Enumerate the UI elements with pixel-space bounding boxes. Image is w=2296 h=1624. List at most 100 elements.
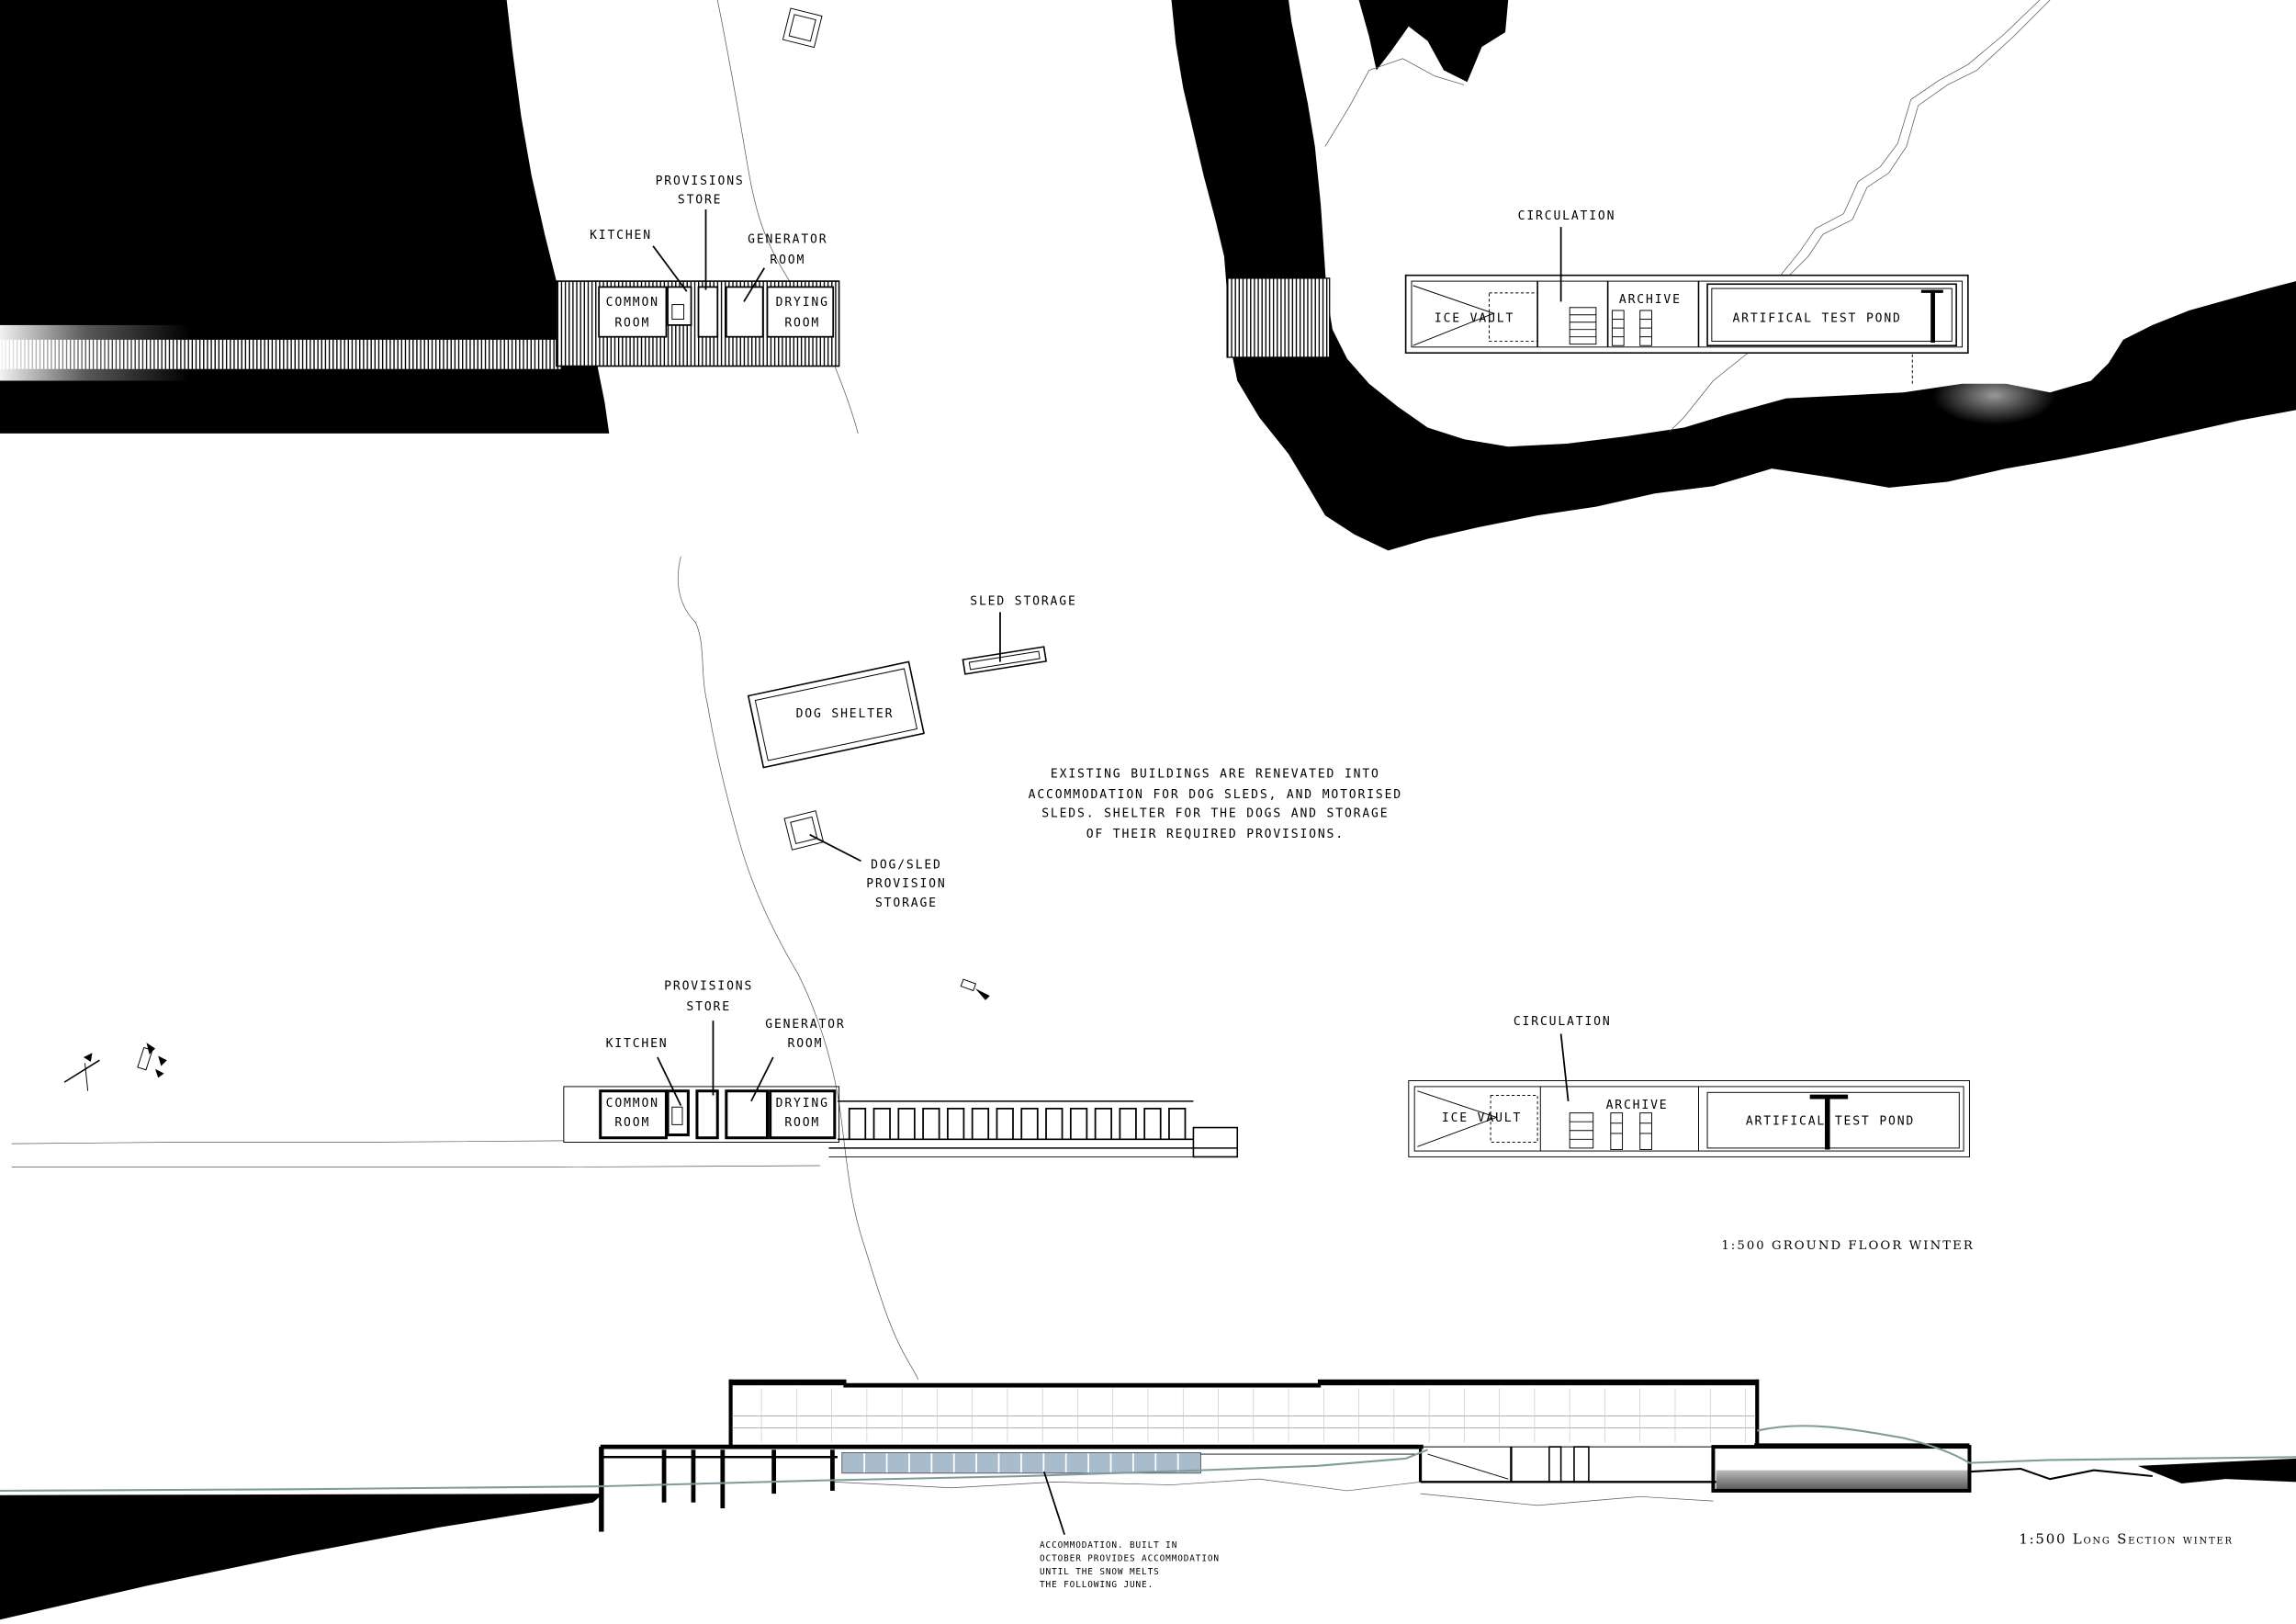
label-common-room: ROOM <box>614 1116 650 1130</box>
site-plan: SLED STORAGE DOG SHELTER DOG/SLED PROVIS… <box>63 556 1402 1380</box>
lower-volume <box>1418 1445 1972 1493</box>
river-glow <box>1932 366 2056 425</box>
section-note: ACCOMMODATION. BUILT IN OCTOBER PROVIDES… <box>1040 1540 1220 1590</box>
test-pond-inner <box>1711 288 1953 342</box>
winter-east-labels: CIRCULATION ICE VAULT ARCHIVE ARTIFICAL … <box>1442 1015 1915 1128</box>
ice-vault-chute <box>1417 1090 1498 1147</box>
accommodation-unit <box>1069 1107 1088 1140</box>
test-pond-outline <box>1706 1091 1960 1149</box>
column <box>720 1449 726 1509</box>
scale-label-winter: 1:500 GROUND FLOOR WINTER <box>1721 1239 1975 1253</box>
kitchen-fitting <box>671 1106 683 1125</box>
accommodation-units-row <box>828 1100 1239 1158</box>
circulation-stair <box>1569 1112 1594 1149</box>
accommodation-unit <box>1119 1107 1137 1140</box>
label-drying-room: DRYING <box>776 1097 829 1111</box>
label-provisions-store: PROVISIONS <box>664 980 753 994</box>
upper-volume <box>728 1379 1760 1448</box>
scale-label-summer: 1:500 GROUND FLOOR SUMMER <box>1697 423 1958 437</box>
archive-shelving <box>1610 1112 1652 1150</box>
generator-room <box>725 286 764 338</box>
building-inner-wall <box>1413 1086 1964 1152</box>
column <box>691 1449 696 1503</box>
ramp <box>1427 1453 1509 1480</box>
summer-east-labels: CIRCULATION ICE VAULT ARCHIVE ARTIFICAL … <box>1435 209 1900 326</box>
note-line: ACCOMMODATION FOR DOG SLEDS, AND MOTORIS… <box>1029 788 1402 802</box>
pilotis <box>599 1447 835 1532</box>
accommodation-unit <box>1168 1107 1187 1140</box>
river-bridge <box>1226 277 1331 358</box>
leader-circulation <box>1559 1033 1570 1101</box>
accommodation-unit <box>1020 1107 1039 1140</box>
label-drying-room: ROOM <box>784 317 820 331</box>
label-generator-room: GENERATOR <box>765 1018 845 1032</box>
accommodation-unit <box>996 1107 1014 1140</box>
accommodation-glazing-strip <box>841 1452 1201 1474</box>
note-line: OCTOBER PROVIDES ACCOMMODATION <box>1040 1553 1220 1563</box>
summer-east-building <box>1404 274 1969 355</box>
summer-plan-east: CIRCULATION ICE VAULT ARCHIVE ARTIFICAL … <box>1171 0 2296 551</box>
provisions-store <box>697 286 719 338</box>
terrain-contour-line <box>716 0 859 434</box>
column <box>599 1447 604 1532</box>
label-ice-vault: ICE VAULT <box>1435 312 1514 326</box>
label-ice-vault: ICE VAULT <box>1442 1111 1522 1125</box>
rock-outcrop <box>1358 0 1509 83</box>
note-line: UNTIL THE SNOW MELTS <box>1040 1567 1160 1577</box>
label-generator-room: ROOM <box>788 1037 824 1051</box>
ground-line <box>11 1165 820 1167</box>
label-provision-storage: DOG/SLED <box>871 858 942 872</box>
ground-mass-right <box>2137 1458 2296 1483</box>
test-pond-basin-outline <box>1711 1445 1972 1493</box>
accommodation-unit <box>848 1107 867 1140</box>
roof-slab <box>843 1382 1322 1388</box>
building-outline <box>1408 1080 1970 1157</box>
ice-vault-dashed-zone <box>1490 1095 1538 1143</box>
drying-room <box>769 1089 837 1140</box>
accommodation-unit <box>872 1107 891 1140</box>
note-line: EXISTING BUILDINGS ARE RENEVATED INTO <box>1051 768 1380 782</box>
kitchen <box>666 1089 690 1137</box>
label-provisions-store: PROVISIONS <box>656 175 745 188</box>
label-drying-room: DRYING <box>776 296 829 310</box>
contour-line <box>1324 58 1465 147</box>
note-line: ACCOMMODATION. BUILT IN <box>1040 1540 1177 1551</box>
ground-line <box>11 1140 564 1145</box>
summer-west-labels: PROVISIONS STORE KITCHEN GENERATOR ROOM … <box>590 175 829 331</box>
leader-generator-room <box>743 267 766 302</box>
section-frame <box>1573 1446 1590 1483</box>
upper-mullion-grid <box>760 1388 1746 1443</box>
label-common-room: COMMON <box>606 1097 659 1111</box>
winter-west-labels: PROVISIONS STORE KITCHEN GENERATOR ROOM … <box>606 980 845 1130</box>
accommodation-unit <box>1094 1107 1113 1140</box>
pier-fade <box>0 324 191 381</box>
note-line: SLEDS. SHELTER FOR THE DOGS AND STORAGE <box>1041 807 1389 821</box>
contour-line <box>1789 0 2051 276</box>
common-room <box>599 1089 668 1140</box>
roof-slab <box>1317 1379 1759 1386</box>
label-sled-storage: SLED STORAGE <box>970 594 1076 608</box>
note-line: OF THEIR REQUIRED PROVISIONS. <box>1086 828 1345 841</box>
test-pond-basin <box>1716 1470 1970 1491</box>
accommodation-unit <box>947 1107 965 1140</box>
terrain-contour-line <box>677 556 919 1380</box>
contour-line <box>1780 0 2041 276</box>
leader-kitchen <box>652 245 688 292</box>
kitchen-fitting <box>671 304 685 321</box>
accommodation-unit <box>1143 1107 1162 1140</box>
long-section: ACCOMMODATION. BUILT IN OCTOBER PROVIDES… <box>0 1379 2296 1620</box>
label-provisions-store: STORE <box>678 194 723 208</box>
glazing-divisions <box>863 1453 1179 1472</box>
accommodation-unit <box>971 1107 990 1140</box>
ice-vault-chute <box>1412 285 1495 346</box>
leader-generator-room <box>750 1056 774 1102</box>
label-kitchen: KITCHEN <box>590 229 652 242</box>
label-archive: ARCHIVE <box>1619 293 1682 307</box>
accommodation-unit <box>922 1107 940 1140</box>
snow-ground-line <box>0 1449 1428 1492</box>
summer-plan-west: PROVISIONS STORE KITCHEN GENERATOR ROOM … <box>0 0 859 434</box>
winter-plan-east: CIRCULATION ICE VAULT ARCHIVE ARTIFICAL … <box>1408 1015 1975 1253</box>
label-test-pond: ARTIFICAL TEST POND <box>1746 1114 1915 1128</box>
provision-storage-building <box>783 810 825 851</box>
